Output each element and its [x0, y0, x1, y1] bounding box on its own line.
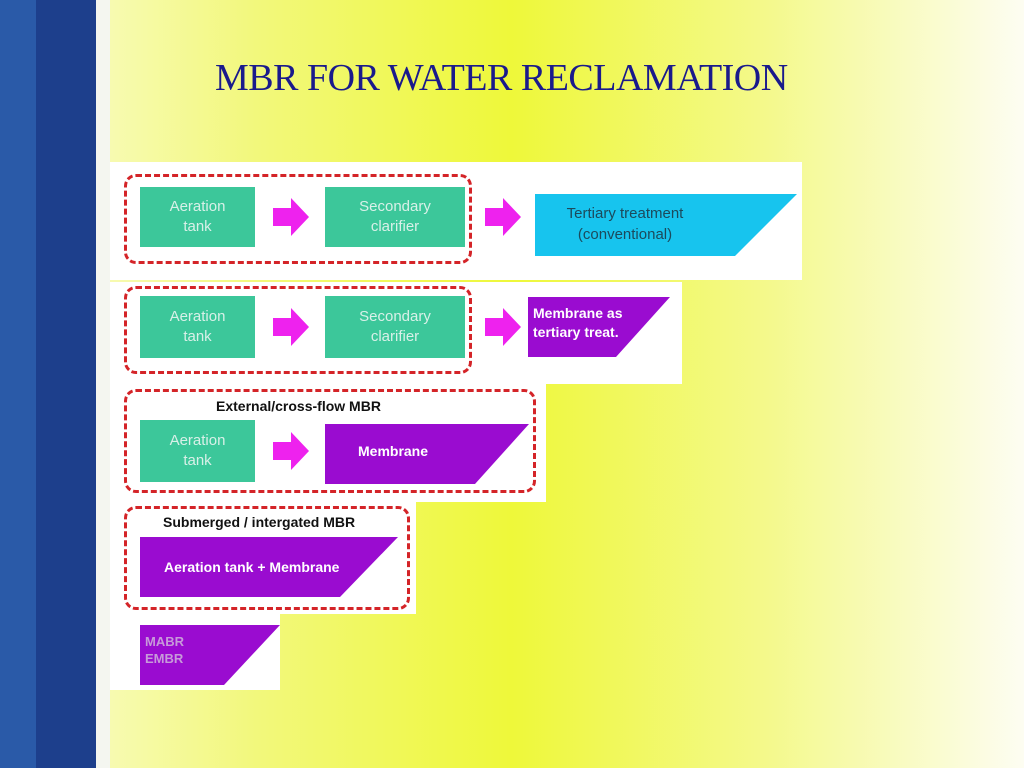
- right-arrow-icon: [485, 308, 521, 346]
- mabr-embr-label: MABR EMBR: [145, 634, 184, 666]
- secondary-clarifier-label: Secondary clarifier: [359, 197, 431, 235]
- submerged-mbr-label: Submerged / intergated MBR: [163, 514, 356, 530]
- right-arrow-icon: [273, 198, 309, 236]
- mabr-embr-shape: [140, 625, 280, 685]
- right-arrow-icon: [273, 432, 309, 470]
- right-arrow-icon: [273, 308, 309, 346]
- aeration-tank-box: Aeration tank: [140, 296, 255, 358]
- aeration-tank-label: Aeration tank: [169, 197, 226, 235]
- external-mbr-label: External/cross-flow MBR: [216, 398, 381, 414]
- aeration-tank-label: Aeration tank: [169, 431, 226, 469]
- aeration-tank-box: Aeration tank: [140, 420, 255, 482]
- tertiary-treatment-label: Tertiary treatment (conventional): [566, 205, 684, 243]
- row-2-dashed-group: [124, 286, 472, 374]
- secondary-clarifier-box: Secondary clarifier: [325, 187, 465, 247]
- secondary-clarifier-label: Secondary clarifier: [359, 307, 431, 345]
- membrane-tertiary-shape: [528, 297, 670, 357]
- secondary-clarifier-box: Secondary clarifier: [325, 296, 465, 358]
- membrane-label: Membrane: [358, 443, 429, 459]
- aeration-membrane-label: Aeration tank + Membrane: [164, 559, 340, 575]
- aeration-tank-label: Aeration tank: [169, 307, 226, 345]
- membrane-shape: [325, 424, 529, 484]
- aeration-membrane-shape: [140, 537, 398, 597]
- membrane-tertiary-label: Membrane as tertiary treat.: [533, 305, 623, 340]
- tertiary-treatment-shape: [535, 194, 797, 256]
- row-3-dashed-group: [124, 389, 536, 493]
- row-1-dashed-group: [124, 174, 472, 264]
- aeration-tank-box: Aeration tank: [140, 187, 255, 247]
- decorative-stripe-bar: [0, 0, 110, 768]
- page-title: MBR FOR WATER RECLAMATION: [215, 57, 788, 99]
- right-arrow-icon: [485, 198, 521, 236]
- row-4-dashed-group: [124, 506, 410, 610]
